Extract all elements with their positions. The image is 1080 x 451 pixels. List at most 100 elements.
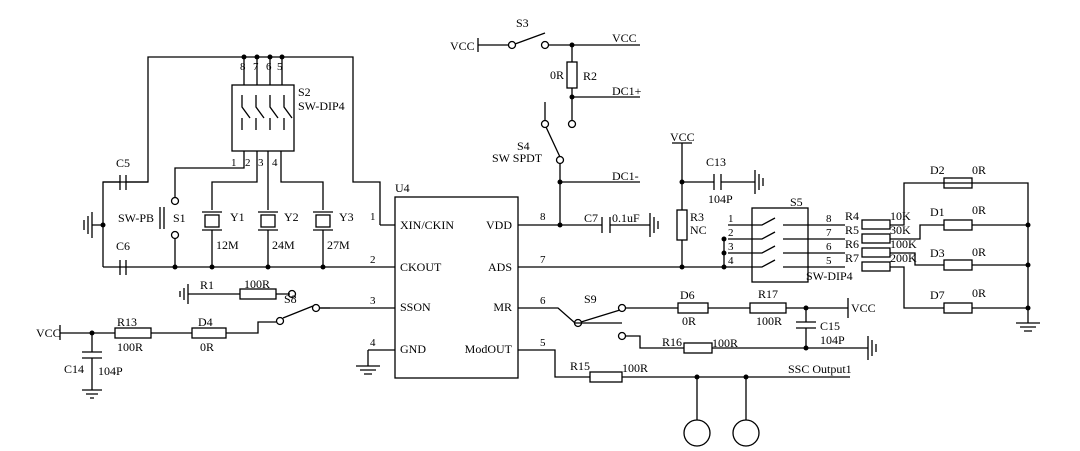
- u4-pin8-num: 8: [540, 211, 546, 223]
- d3-ref: D3: [930, 246, 945, 260]
- s5-body: [751, 207, 809, 283]
- c14-value: 104P: [98, 364, 123, 378]
- d7-wire: [890, 266, 1028, 309]
- d2-ref: D2: [930, 163, 945, 177]
- r2-value: 0R: [550, 68, 564, 82]
- d1-ref: D1: [930, 205, 945, 219]
- u4-pin2-num: 2: [370, 254, 376, 266]
- xin-net: [92, 56, 395, 226]
- c13-ground-icon: [754, 170, 764, 194]
- s2-pin1: 1: [231, 157, 237, 169]
- y3-ref: Y3: [339, 210, 354, 224]
- r2-resistor-icon: [566, 61, 578, 89]
- d7-ref: D7: [930, 288, 945, 302]
- s2-pin3: 3: [258, 157, 264, 169]
- u4-pin8-name: VDD: [486, 218, 512, 232]
- r4-resistor-icon: [861, 219, 891, 230]
- d3-value: 0R: [972, 245, 986, 259]
- r6-ref: R6: [845, 237, 859, 251]
- u4-pin2-name: CKOUT: [400, 260, 442, 274]
- r7-value: 200K: [890, 251, 917, 265]
- left-ground-icon: [83, 212, 93, 238]
- c14-cap-icon: [82, 333, 102, 390]
- c7-cap-icon: [601, 217, 611, 233]
- c7-ground-icon: [649, 213, 659, 237]
- net-ssc-output: SSC Output1: [788, 362, 852, 376]
- s4-type: SW SPDT: [492, 151, 543, 165]
- r7-resistor-icon: [861, 261, 891, 272]
- r3-resistor-icon: [676, 209, 688, 241]
- r2-ref: R2: [583, 69, 597, 83]
- s2-s1-wire: [174, 151, 245, 198]
- s1-pushbutton-icon: [159, 196, 180, 267]
- u4-pin1-name: XIN/CKIN: [400, 218, 454, 232]
- u4-pin4-name: GND: [400, 342, 426, 356]
- test-point-2: [732, 419, 760, 447]
- r16-ground-icon: [867, 336, 877, 360]
- r5-value: 30K: [890, 223, 911, 237]
- r3-value: NC: [690, 223, 707, 237]
- d1-diode-icon: [943, 219, 973, 231]
- s2-pin2: 2: [245, 157, 251, 169]
- c14-ground-icon: [82, 389, 102, 399]
- u4-pin6-name: MR: [493, 300, 512, 314]
- net-vcc-top: VCC: [612, 31, 637, 45]
- s2-type: SW-DIP4: [298, 99, 345, 113]
- d7-value: 0R: [972, 286, 986, 300]
- r3-wire: [672, 142, 692, 267]
- r16-wire: [625, 335, 868, 349]
- s5-pin2: 2: [728, 227, 734, 239]
- r13-chain-wire: [59, 321, 276, 340]
- modout-net: [518, 349, 590, 378]
- c13-ref: C13: [706, 155, 726, 169]
- d7-diode-icon: [943, 302, 973, 314]
- net-dc1p: DC1+: [612, 84, 642, 98]
- u4-pin7-num: 7: [540, 254, 546, 266]
- r17-ref: R17: [758, 287, 778, 301]
- r1-ref: R1: [200, 278, 214, 292]
- r4-ref: R4: [845, 209, 859, 223]
- r4-value: 10K: [890, 209, 911, 223]
- s2-switches: [241, 95, 293, 130]
- r13-value: 100R: [117, 340, 143, 354]
- gnd-net: [367, 349, 395, 366]
- r13-resistor-icon: [114, 327, 152, 339]
- c15-value: 104P: [820, 333, 845, 347]
- u4-ground-icon: [356, 365, 380, 375]
- s5-pin6: 6: [826, 241, 832, 253]
- r6-resistor-icon: [861, 247, 891, 258]
- d6-r17-wire: [625, 298, 849, 318]
- u4-pin4-num: 4: [370, 337, 376, 349]
- r13-vcc-label: VCC: [36, 326, 61, 340]
- u4-ref: U4: [395, 181, 410, 195]
- s3-vcc-wire: [477, 38, 640, 52]
- d3-diode-icon: [943, 259, 973, 271]
- c15-ref: C15: [820, 319, 840, 333]
- u4-pin1-num: 1: [370, 211, 376, 223]
- u4-pin6-num: 6: [540, 295, 546, 307]
- s8-ref: S8: [284, 292, 297, 306]
- u4-pin5-name: ModOUT: [465, 342, 513, 356]
- r3-vcc-label: VCC: [670, 130, 695, 144]
- r15-ref: R15: [570, 359, 590, 373]
- net-dc1m: DC1-: [612, 169, 639, 183]
- u4-pin3-name: SSON: [400, 300, 431, 314]
- s2-pin4: 4: [272, 157, 278, 169]
- test-point-1: [683, 419, 711, 447]
- s3-vcc-label: VCC: [450, 39, 475, 53]
- r7-ref: R7: [845, 251, 859, 265]
- y2-ref: Y2: [284, 210, 299, 224]
- d2-value: 0R: [972, 163, 986, 177]
- s2-pin6: 6: [266, 61, 272, 73]
- d6-diode-icon: [677, 302, 709, 314]
- r1-ground-icon: [179, 284, 189, 304]
- c7-value: 0.1uF: [612, 211, 640, 225]
- c14-ref: C14: [64, 362, 84, 376]
- d3-wire: [890, 252, 1028, 266]
- d2-diode-icon: [943, 177, 973, 189]
- s9-ref: S9: [584, 292, 597, 306]
- c6-cap-icon: [119, 260, 127, 275]
- r17-resistor-icon: [749, 302, 787, 314]
- s4-ref: S4: [517, 139, 530, 153]
